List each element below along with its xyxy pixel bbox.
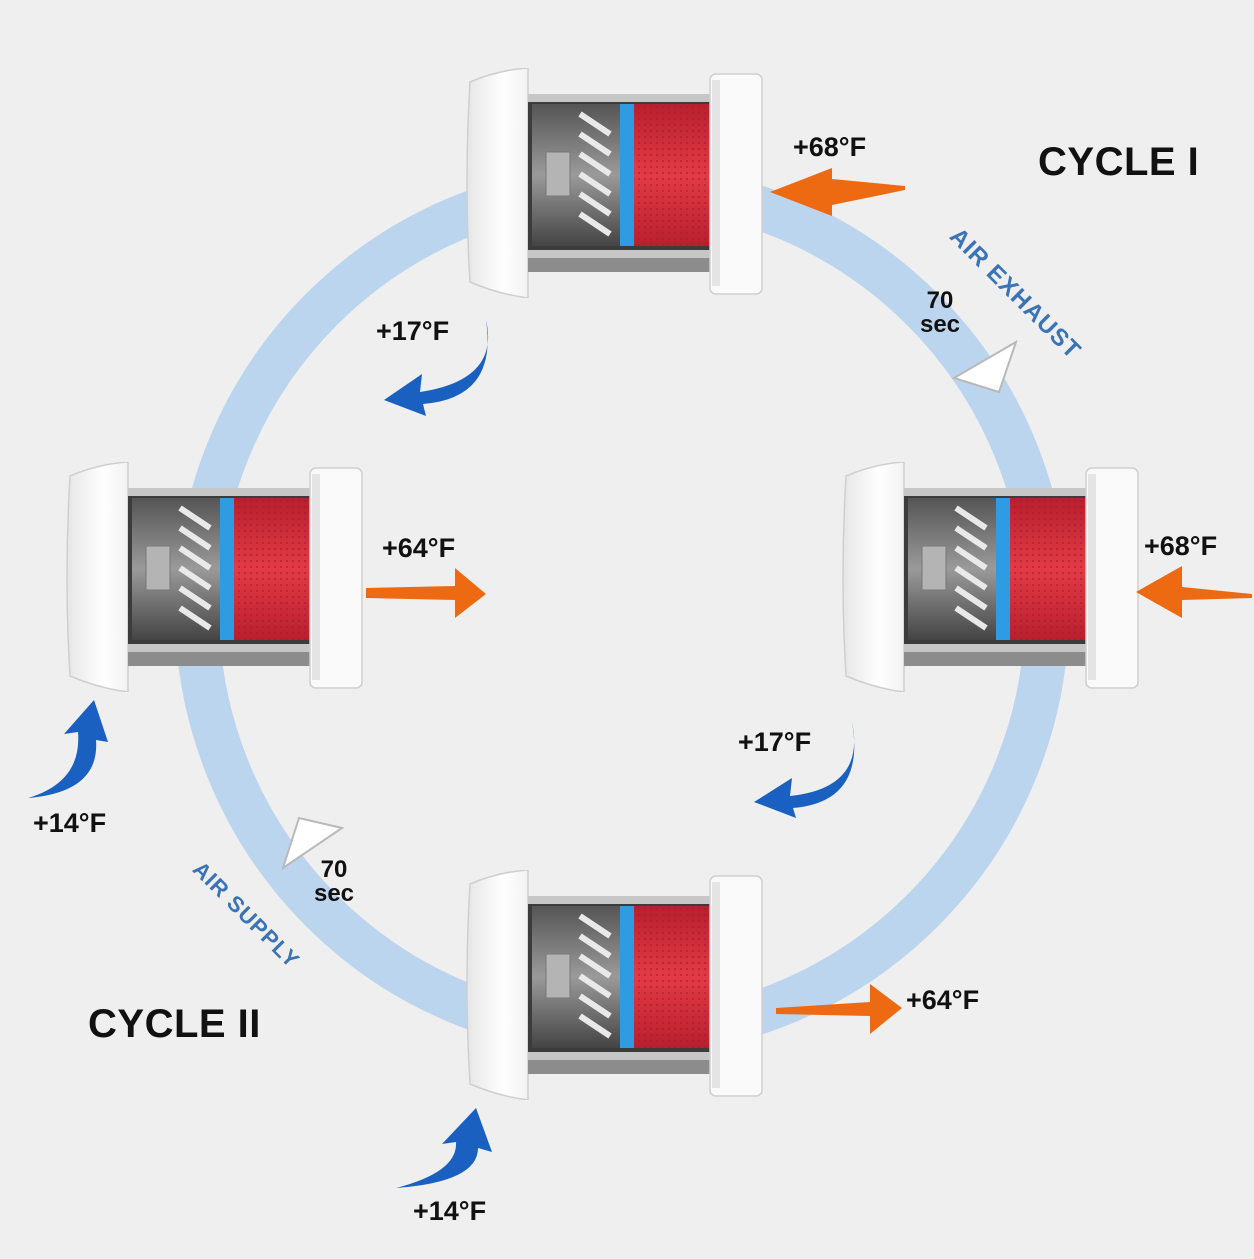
warm-air-in-arrow-right — [1136, 566, 1252, 618]
cycle-1-title: CYCLE I — [1038, 140, 1200, 184]
left-supply-temperature: +64°F — [382, 533, 456, 563]
warm-air-out-arrow-left — [366, 568, 486, 618]
exhaust-timer-unit: sec — [919, 311, 961, 338]
right-outdoor-temperature: +17°F — [738, 727, 812, 757]
top-outdoor-temperature: +17°F — [376, 316, 450, 346]
ventilation-unit-bottom — [467, 870, 762, 1100]
supply-timer: 70 sec — [312, 858, 356, 906]
supply-timer-unit: sec — [313, 880, 355, 907]
warm-air-out-arrow-bottom — [776, 984, 902, 1034]
right-indoor-temperature: +68°F — [1144, 531, 1218, 561]
ventilation-unit-right — [843, 462, 1138, 692]
exhaust-direction-marker — [951, 339, 1018, 394]
cold-air-out-arrow-top — [384, 320, 489, 416]
exhaust-timer: 70 sec — [918, 289, 962, 337]
cold-air-in-arrow-left — [28, 700, 108, 798]
warm-air-in-arrow-top — [770, 168, 905, 216]
ventilation-unit-top — [467, 68, 762, 298]
bottom-outdoor-temperature: +14°F — [413, 1196, 487, 1226]
cycle-2-title: CYCLE II — [88, 1002, 261, 1046]
left-outdoor-temperature: +14°F — [33, 808, 107, 838]
exhaust-timer-value: 70 — [926, 287, 954, 314]
ventilation-unit-left — [67, 462, 362, 692]
bottom-supply-temperature: +64°F — [906, 985, 980, 1015]
supply-timer-value: 70 — [320, 856, 348, 883]
supply-direction-marker — [281, 816, 345, 871]
cold-air-in-arrow-bottom — [396, 1108, 492, 1188]
cold-air-out-arrow-right — [754, 722, 855, 818]
top-indoor-temperature: +68°F — [793, 132, 867, 162]
